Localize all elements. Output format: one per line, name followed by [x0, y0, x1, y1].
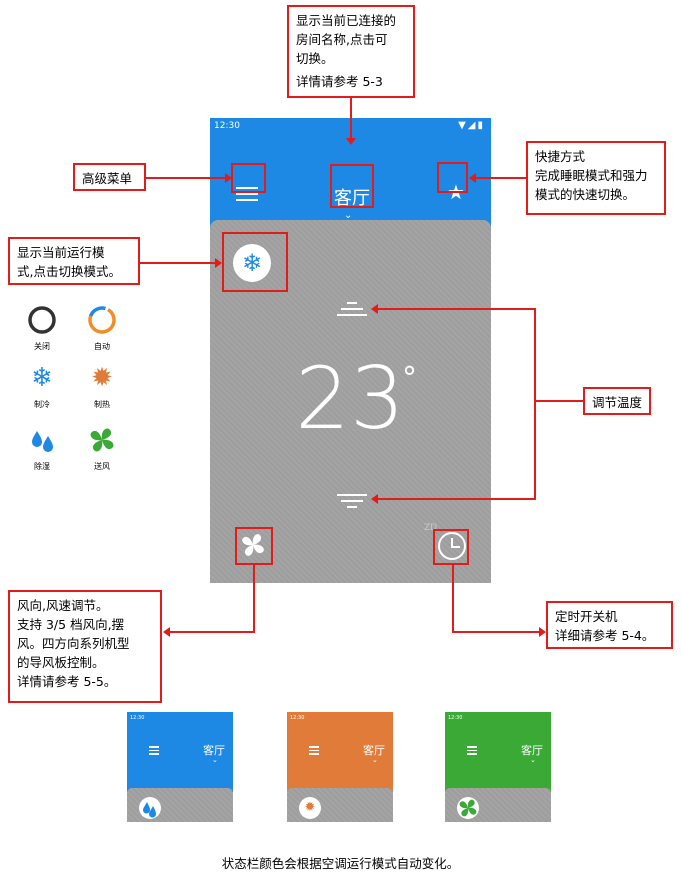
mini-screen-heat: 12:30 客厅 ⌄ ✹	[287, 712, 393, 822]
mini-bar	[127, 712, 233, 792]
mini-time: 12:30	[448, 715, 463, 721]
note-timer-line2: 详细请参考 5-4。	[555, 628, 655, 643]
note-room: 显示当前已连接的 房间名称,点击可 切换。 详情请参考 5-3	[287, 5, 415, 98]
note-mode-line2: 式,点击切换模式。	[17, 264, 121, 279]
sun-icon: ✹	[91, 363, 113, 393]
note-room-line4: 详情请参考 5-3	[296, 74, 383, 89]
note-shortcut: 快捷方式 完成睡眠模式和强力 模式的快速切换。	[526, 141, 666, 215]
status-icons: ▼◢▮	[458, 120, 485, 131]
note-temp-text: 调节温度	[592, 395, 643, 410]
legend-dry: 除湿	[22, 425, 62, 472]
note-mode-line1: 显示当前运行模	[17, 245, 105, 260]
chevron-down-icon: ⌄	[372, 756, 378, 764]
legend-fan-label: 送风	[94, 462, 110, 471]
mini-bar	[445, 712, 551, 792]
temp-down-button[interactable]	[337, 490, 367, 510]
note-fan-line1: 风向,风速调节。	[17, 598, 109, 613]
note-temp: 调节温度	[583, 387, 651, 415]
legend-fan: 送风	[82, 425, 122, 472]
note-shortcut-line3: 模式的快速切换。	[535, 187, 636, 202]
legend-off-label: 关闭	[34, 342, 50, 351]
degree-symbol: °	[402, 361, 417, 396]
off-ring-icon	[22, 305, 62, 335]
fan-button[interactable]	[238, 530, 268, 560]
legend-auto: 自动	[82, 305, 122, 352]
chevron-down-icon[interactable]: ⌄	[344, 210, 353, 221]
mode-highlight	[222, 232, 288, 292]
drops-icon	[139, 797, 161, 819]
temp-up-button[interactable]	[337, 298, 367, 318]
menu-highlight	[231, 163, 266, 193]
legend-off: 关闭	[22, 305, 62, 352]
legend-cool: ❄ 制冷	[22, 363, 62, 410]
caption: 状态栏颜色会根据空调运行模式自动变化。	[221, 856, 460, 871]
note-room-line3: 切换。	[296, 51, 334, 66]
chevron-down-icon: ⌄	[530, 756, 536, 764]
status-time: 12:30	[214, 121, 240, 131]
sun-icon: ✹	[299, 797, 321, 819]
legend-auto-label: 自动	[94, 342, 110, 351]
fan-icon	[457, 797, 479, 819]
legend-cool-label: 制冷	[34, 400, 50, 409]
mini-room: 客厅	[363, 744, 385, 757]
note-menu: 高级菜单	[73, 163, 146, 191]
note-timer: 定时开关机 详细请参考 5-4。	[546, 601, 673, 649]
mini-room: 客厅	[521, 744, 543, 757]
menu-icon	[149, 744, 159, 757]
legend-heat-label: 制热	[94, 400, 110, 409]
snowflake-icon: ❄	[241, 249, 263, 277]
note-mode: 显示当前运行模 式,点击切换模式。	[8, 237, 140, 285]
legend-dry-label: 除湿	[34, 462, 50, 471]
menu-icon[interactable]	[236, 184, 258, 202]
note-room-line1: 显示当前已连接的	[296, 13, 397, 28]
note-shortcut-line2: 完成睡眠模式和强力	[535, 168, 648, 183]
phone-screen: 12:30 ▼◢▮ 客厅 ⌄ ★ ❄ 23 ° ZD	[210, 118, 491, 583]
note-fan: 风向,风速调节。 支持 3/5 档风向,摆 风。四方向系列机型 的导风板控制。 …	[8, 590, 162, 703]
note-timer-line1: 定时开关机	[555, 609, 618, 624]
menu-icon	[309, 744, 319, 757]
note-fan-line5: 详情请参考 5-5。	[17, 674, 117, 689]
app-bar: 客厅 ⌄ ★	[210, 136, 491, 228]
menu-icon	[467, 744, 477, 757]
mini-room: 客厅	[203, 744, 225, 757]
room-name[interactable]: 客厅	[334, 188, 370, 209]
legend-heat: ✹ 制热	[82, 363, 122, 410]
note-shortcut-line1: 快捷方式	[535, 149, 586, 164]
auto-ring-icon	[82, 305, 122, 335]
drops-icon	[22, 425, 62, 455]
note-fan-line3: 风。四方向系列机型	[17, 636, 130, 651]
room-highlight	[330, 164, 374, 208]
mini-time: 12:30	[130, 715, 145, 721]
timer-button[interactable]	[438, 532, 466, 560]
star-highlight	[437, 162, 468, 193]
temperature-value: 23	[295, 349, 405, 449]
fan-icon	[82, 425, 122, 455]
note-room-line2: 房间名称,点击可	[296, 32, 388, 47]
note-fan-line4: 的导风板控制。	[17, 655, 105, 670]
mode-button[interactable]: ❄	[233, 244, 271, 282]
fan-highlight	[235, 527, 273, 565]
note-menu-text: 高级菜单	[82, 171, 133, 186]
snowflake-icon: ❄	[31, 363, 53, 393]
mini-bar	[287, 712, 393, 792]
chevron-down-icon: ⌄	[212, 756, 218, 764]
timer-highlight	[433, 529, 469, 565]
note-fan-line2: 支持 3/5 档风向,摆	[17, 617, 125, 632]
mini-screen-dry: 12:30 客厅 ⌄	[127, 712, 233, 822]
watermark: ZD	[424, 523, 438, 533]
mini-screen-fan: 12:30 客厅 ⌄	[445, 712, 551, 822]
mini-time: 12:30	[290, 715, 305, 721]
